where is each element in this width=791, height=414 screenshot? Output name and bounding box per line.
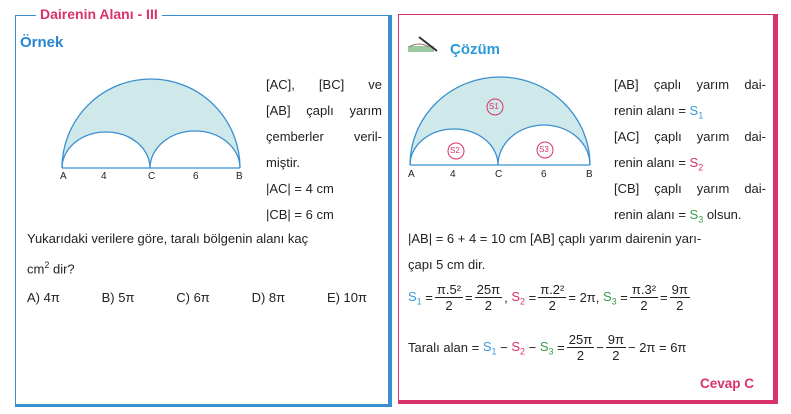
option-a[interactable]: A) 4π bbox=[27, 290, 60, 305]
question-end: dir? bbox=[49, 261, 75, 277]
solution-panel bbox=[398, 14, 778, 404]
unit-exp: 2 bbox=[44, 260, 50, 270]
point-c: C bbox=[148, 171, 156, 182]
ab-line: |AB| = 6 + 4 = 10 cm [AB] çaplı yarım da… bbox=[408, 231, 702, 246]
pencil-hand-icon bbox=[408, 36, 438, 52]
def-line: renin alanı = S1 bbox=[614, 98, 766, 124]
def-line: [AB] çaplı yarım dai- bbox=[614, 77, 766, 92]
region-s1-label: S1 bbox=[489, 102, 499, 111]
s2-symbol: S2 bbox=[689, 155, 704, 173]
def-line: [CB] çaplı yarım dai- bbox=[614, 181, 766, 196]
given-line: [AB] çaplı yarım bbox=[266, 103, 382, 118]
given-line: |AC| = 4 cm bbox=[266, 181, 334, 196]
question-text: Yukarıdaki verilere göre, taralı bölgeni… bbox=[27, 226, 387, 278]
question-line: cm2 dir? bbox=[27, 252, 387, 278]
section-title: Dairenin Alanı - III bbox=[36, 6, 162, 22]
solution-heading: Çözüm bbox=[450, 41, 500, 58]
example-panel bbox=[15, 15, 392, 407]
ab-line: çapı 5 cm dir. bbox=[408, 257, 486, 272]
question-line: Yukarıdaki verilere göre, taralı bölgeni… bbox=[27, 231, 309, 246]
point-a: A bbox=[60, 171, 67, 182]
solution-definitions: [AB] çaplı yarım dai- renin alanı = S1 [… bbox=[614, 72, 766, 228]
given-line: [AC], [BC] ve bbox=[266, 77, 382, 92]
region-s3-label: S3 bbox=[539, 145, 549, 154]
s1-symbol: S1 bbox=[689, 103, 704, 121]
shaded-label: Taralı alan = bbox=[408, 340, 480, 355]
region-s2-label: S2 bbox=[450, 146, 460, 155]
def-end: olsun. bbox=[703, 207, 742, 222]
def-text: renin alanı = bbox=[614, 155, 690, 170]
region-s1-marker bbox=[486, 98, 504, 116]
s3-symbol: S3 bbox=[689, 207, 704, 225]
example-diagram bbox=[61, 78, 241, 169]
segment-ac-length: 4 bbox=[101, 171, 107, 182]
solution-diagram bbox=[409, 76, 591, 166]
def-text: renin alanı = bbox=[614, 207, 690, 222]
given-line: |CB| = 6 cm bbox=[266, 207, 334, 222]
answer-label: Cevap C bbox=[700, 376, 755, 391]
def-line: [AC] çaplı yarım dai- bbox=[614, 129, 766, 144]
region-s3-marker bbox=[536, 141, 554, 159]
def-line: renin alanı = S2 bbox=[614, 150, 766, 176]
radius-text: |AB| = 6 + 4 = 10 cm [AB] çaplı yarım da… bbox=[408, 226, 766, 278]
point-c: C bbox=[495, 169, 503, 180]
point-b: B bbox=[236, 171, 243, 182]
unit: cm bbox=[27, 261, 45, 277]
option-d[interactable]: D) 8π bbox=[251, 290, 286, 305]
option-e[interactable]: E) 10π bbox=[326, 290, 367, 305]
option-b[interactable]: B) 5π bbox=[101, 290, 135, 305]
options: A) 4π B) 5π C) 6π D) 8π E) 10π bbox=[27, 290, 367, 305]
segment-ac-length: 4 bbox=[450, 169, 456, 180]
given-text: [AC], [BC] ve [AB] çaplı yarım çemberler… bbox=[266, 72, 382, 228]
given-line: miştir. bbox=[266, 155, 300, 170]
example-heading: Örnek bbox=[20, 34, 64, 51]
segment-cb-length: 6 bbox=[193, 171, 199, 182]
def-line: renin alanı = S3 olsun. bbox=[614, 202, 766, 228]
given-line: çemberler veril- bbox=[266, 129, 382, 144]
option-c[interactable]: C) 6π bbox=[176, 290, 210, 305]
def-text: renin alanı = bbox=[614, 103, 690, 118]
point-a: A bbox=[408, 169, 415, 180]
region-s2-marker bbox=[447, 142, 465, 160]
point-b: B bbox=[586, 169, 593, 180]
segment-cb-length: 6 bbox=[541, 169, 547, 180]
